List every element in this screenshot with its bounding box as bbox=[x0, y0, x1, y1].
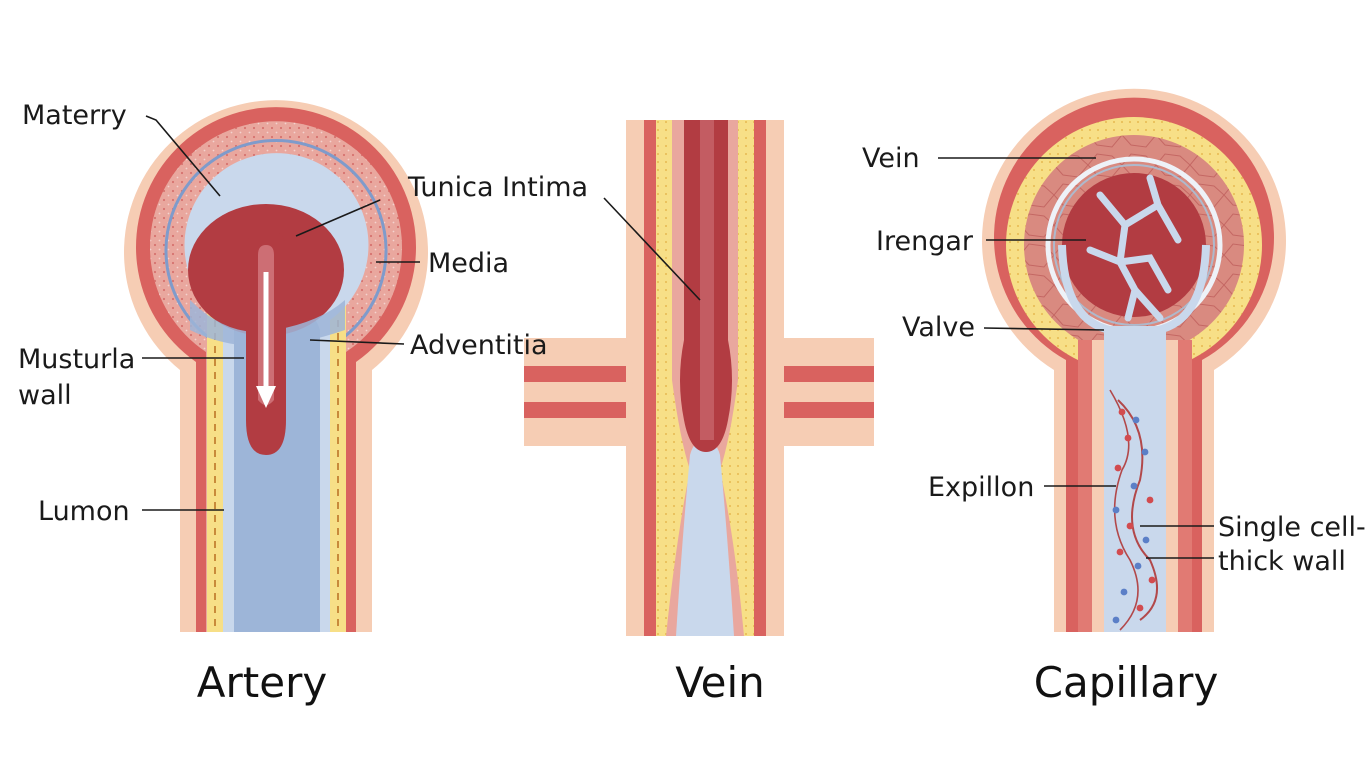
caption-artery: Artery bbox=[197, 658, 327, 707]
blood-cell bbox=[1116, 548, 1124, 556]
artery-figure bbox=[124, 100, 428, 632]
flow-arrow-icon bbox=[256, 386, 276, 408]
capillary-figure bbox=[982, 88, 1287, 633]
label-materry: Materry bbox=[22, 100, 127, 131]
vein-figure bbox=[524, 120, 874, 636]
label-irengar: Irengar bbox=[876, 226, 974, 257]
captions: Artery Vein Capillary bbox=[197, 658, 1219, 707]
vein-lumen bbox=[676, 440, 734, 636]
label-media: Media bbox=[428, 248, 509, 279]
blood-cell bbox=[1148, 576, 1156, 584]
labels: Materry Tunica Intima Media Adventitia M… bbox=[18, 100, 1365, 577]
blood-cell bbox=[1141, 448, 1149, 456]
blood-cell bbox=[1114, 464, 1122, 472]
blood-cell bbox=[1142, 536, 1150, 544]
label-lumen: Lumon bbox=[38, 496, 130, 527]
label-muscular-wall-line1: Musturla bbox=[18, 344, 135, 375]
leader-materry bbox=[145, 115, 221, 197]
blood-cell bbox=[1136, 604, 1144, 612]
caption-capillary: Capillary bbox=[1034, 658, 1219, 707]
blood-cells bbox=[1112, 408, 1156, 624]
blood-cell bbox=[1134, 562, 1142, 570]
blood-cell bbox=[1126, 522, 1134, 530]
capillary-network bbox=[1086, 174, 1182, 322]
blood-cell bbox=[1130, 482, 1138, 490]
capillary-blood-bulb bbox=[1062, 173, 1206, 317]
label-single-cell-line1: Single cell- bbox=[1218, 512, 1365, 543]
blood-cell bbox=[1112, 506, 1120, 514]
leader-lines bbox=[142, 115, 1214, 559]
artery-elastic-line bbox=[164, 139, 388, 632]
capillary-strand bbox=[1117, 399, 1158, 621]
label-muscular-wall-line2: wall bbox=[18, 380, 72, 411]
vein-blood bbox=[680, 120, 732, 452]
leader-tunica-intima bbox=[295, 199, 381, 237]
blood-cell bbox=[1132, 416, 1140, 424]
label-expillon: Expillon bbox=[928, 472, 1034, 503]
blood-cell bbox=[1112, 616, 1120, 624]
leader-adventitia bbox=[309, 339, 405, 345]
leader-vein-tunica bbox=[603, 197, 701, 301]
blood-cell bbox=[1120, 588, 1128, 596]
leader-cap-valve bbox=[983, 327, 1105, 331]
blood-cell bbox=[1146, 496, 1154, 504]
blood-cell bbox=[1124, 434, 1132, 442]
label-tunica-intima: Tunica Intima bbox=[407, 172, 588, 203]
label-capillary-vein: Vein bbox=[862, 143, 920, 174]
caption-vein: Vein bbox=[675, 658, 765, 707]
label-adventitia: Adventitia bbox=[410, 330, 548, 361]
label-single-cell-line2: thick wall bbox=[1218, 546, 1346, 577]
blood-cell bbox=[1118, 408, 1126, 416]
label-valve: Valve bbox=[902, 312, 975, 343]
